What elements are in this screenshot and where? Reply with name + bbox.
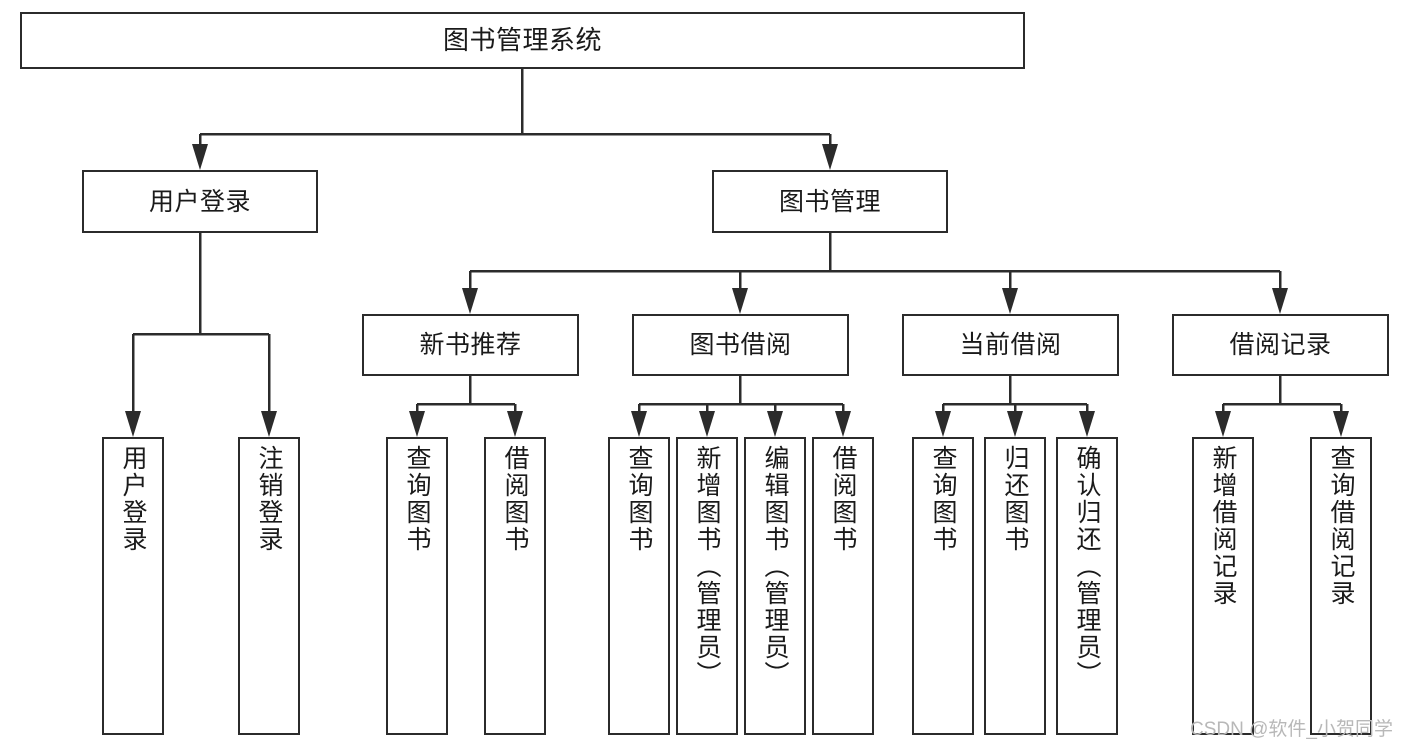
- node-leaf-query-book-2[interactable]: 查询图书: [608, 437, 670, 735]
- node-user-login[interactable]: 用户登录: [82, 170, 318, 233]
- connector-arrowhead: [1079, 411, 1095, 437]
- node-label: 归还图书: [1001, 445, 1029, 553]
- connector-arrowhead: [835, 411, 851, 437]
- connector-arrowhead: [409, 411, 425, 437]
- connector-arrowhead: [1002, 288, 1018, 314]
- node-leaf-add-book[interactable]: 新增图书（管理员）: [676, 437, 738, 735]
- node-leaf-add-borrow-record[interactable]: 新增借阅记录: [1192, 437, 1254, 735]
- node-leaf-borrow-book-1[interactable]: 借阅图书: [484, 437, 546, 735]
- node-label: 确认归还（管理员）: [1073, 445, 1101, 688]
- node-root[interactable]: 图书管理系统: [20, 12, 1025, 69]
- connector-arrowhead: [261, 411, 277, 437]
- node-label: 新增图书（管理员）: [693, 445, 721, 688]
- connector-arrowhead: [192, 144, 208, 170]
- connector-arrowhead: [125, 411, 141, 437]
- connector-arrowhead: [1333, 411, 1349, 437]
- connector-arrowhead: [699, 411, 715, 437]
- node-leaf-borrow-book-2[interactable]: 借阅图书: [812, 437, 874, 735]
- node-leaf-query-book-3[interactable]: 查询图书: [912, 437, 974, 735]
- node-leaf-return-book[interactable]: 归还图书: [984, 437, 1046, 735]
- node-label: 查询图书: [625, 445, 653, 553]
- node-label: 编辑图书（管理员）: [761, 445, 789, 688]
- connector-arrowhead: [631, 411, 647, 437]
- node-label: 查询图书: [403, 445, 431, 553]
- node-borrow-record[interactable]: 借阅记录: [1172, 314, 1389, 376]
- connector-arrowhead: [732, 288, 748, 314]
- node-label: 新增借阅记录: [1209, 445, 1237, 607]
- node-leaf-query-borrow-record[interactable]: 查询借阅记录: [1310, 437, 1372, 735]
- node-label: 当前借阅: [959, 331, 1062, 359]
- node-label: 新书推荐: [419, 331, 522, 359]
- connector-arrowhead: [507, 411, 523, 437]
- connector-arrowhead: [822, 144, 838, 170]
- node-label: 用户登录: [119, 445, 147, 553]
- node-book-management[interactable]: 图书管理: [712, 170, 948, 233]
- node-leaf-edit-book[interactable]: 编辑图书（管理员）: [744, 437, 806, 735]
- node-current-borrow[interactable]: 当前借阅: [902, 314, 1119, 376]
- connector-arrowhead: [1007, 411, 1023, 437]
- connector-arrowhead: [767, 411, 783, 437]
- node-label: 查询借阅记录: [1327, 445, 1355, 607]
- node-book-borrow[interactable]: 图书借阅: [632, 314, 849, 376]
- node-label: 用户登录: [148, 187, 251, 216]
- connector-arrowhead: [1215, 411, 1231, 437]
- node-label: 图书管理系统: [442, 24, 602, 55]
- node-label: 借阅图书: [501, 445, 529, 553]
- connector-arrowhead: [1272, 288, 1288, 314]
- node-label: 图书借阅: [689, 331, 792, 359]
- connector-group: [125, 69, 1349, 437]
- connector-arrowhead: [462, 288, 478, 314]
- node-leaf-user-login[interactable]: 用户登录: [102, 437, 164, 735]
- node-leaf-logout-login[interactable]: 注销登录: [238, 437, 300, 735]
- node-label: 借阅记录: [1229, 331, 1332, 359]
- node-new-book-recommend[interactable]: 新书推荐: [362, 314, 579, 376]
- connector-arrowhead: [935, 411, 951, 437]
- node-leaf-query-book-1[interactable]: 查询图书: [386, 437, 448, 735]
- node-label: 图书管理: [778, 187, 881, 216]
- node-label: 查询图书: [929, 445, 957, 553]
- node-label: 借阅图书: [829, 445, 857, 553]
- node-leaf-confirm-return[interactable]: 确认归还（管理员）: [1056, 437, 1118, 735]
- node-label: 注销登录: [255, 445, 283, 553]
